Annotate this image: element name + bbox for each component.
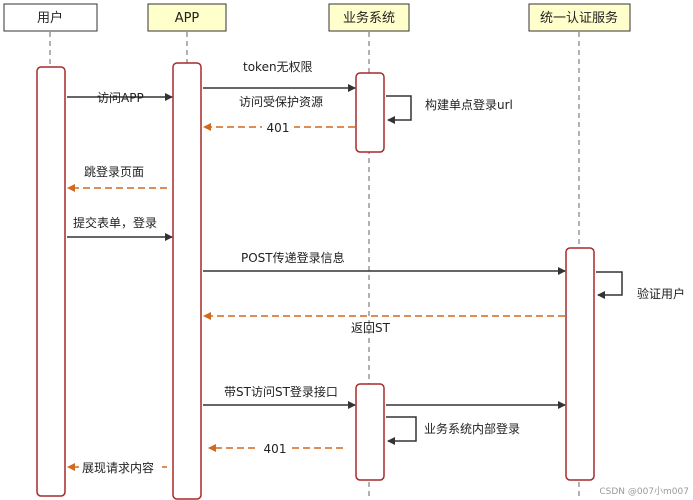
message-token-no-permission: token无权限 访问受保护资源 [203, 60, 356, 109]
message-show-content: 展现请求内容 [67, 459, 167, 475]
message-post-login-info: POST传递登录信息 [203, 250, 566, 275]
activation-auth [565, 247, 595, 481]
participant-user: 用户 [3, 3, 98, 32]
message-401-first-label: 401 [267, 121, 290, 135]
message-visit-app: 访问APP [67, 91, 173, 105]
message-401-first: 401 [203, 119, 355, 135]
message-submit-form-label: 提交表单，登录 [73, 215, 157, 230]
message-verify-user-label: 验证用户 [637, 286, 685, 301]
message-internal-login: 业务系统内部登录 [386, 416, 520, 445]
message-protected-resource-label: 访问受保护资源 [239, 95, 323, 109]
message-build-sso-url-label: 构建单点登录url [425, 97, 513, 112]
watermark: CSDN @007小m007 [599, 486, 689, 497]
participant-biz: 业务系统 [328, 3, 410, 32]
message-st-login-api-label: 带ST访问ST登录接口 [224, 384, 338, 399]
message-internal-login-label: 业务系统内部登录 [424, 421, 520, 436]
message-verify-user: 验证用户 [596, 271, 685, 301]
activation-user [36, 66, 66, 497]
message-st-login-api: 带ST访问ST登录接口 [203, 384, 356, 409]
message-submit-form: 提交表单，登录 [67, 215, 173, 241]
message-401-second-label: 401 [264, 442, 287, 456]
message-return-st-label: 返回ST [351, 321, 391, 335]
message-redirect-login-label: 跳登录页面 [84, 164, 144, 179]
message-show-content-label: 展现请求内容 [82, 460, 154, 475]
message-return-st: 返回ST [203, 312, 565, 335]
activation-biz-2 [355, 383, 385, 481]
participant-auth: 统一认证服务 [528, 3, 631, 32]
activation-biz-1 [355, 72, 385, 153]
participant-auth-label: 统一认证服务 [540, 10, 618, 26]
participant-biz-label: 业务系统 [343, 10, 395, 26]
message-visit-app-label: 访问APP [97, 91, 144, 105]
message-post-login-info-label: POST传递登录信息 [241, 250, 345, 265]
activation-app [172, 62, 202, 500]
message-token-label: token无权限 [243, 60, 313, 74]
message-build-sso-url: 构建单点登录url [386, 95, 513, 124]
participant-app: APP [147, 3, 227, 32]
participant-app-label: APP [175, 11, 200, 26]
message-redirect-login: 跳登录页面 [67, 164, 167, 192]
message-401-second: 401 [208, 440, 343, 456]
participant-user-label: 用户 [37, 10, 63, 26]
